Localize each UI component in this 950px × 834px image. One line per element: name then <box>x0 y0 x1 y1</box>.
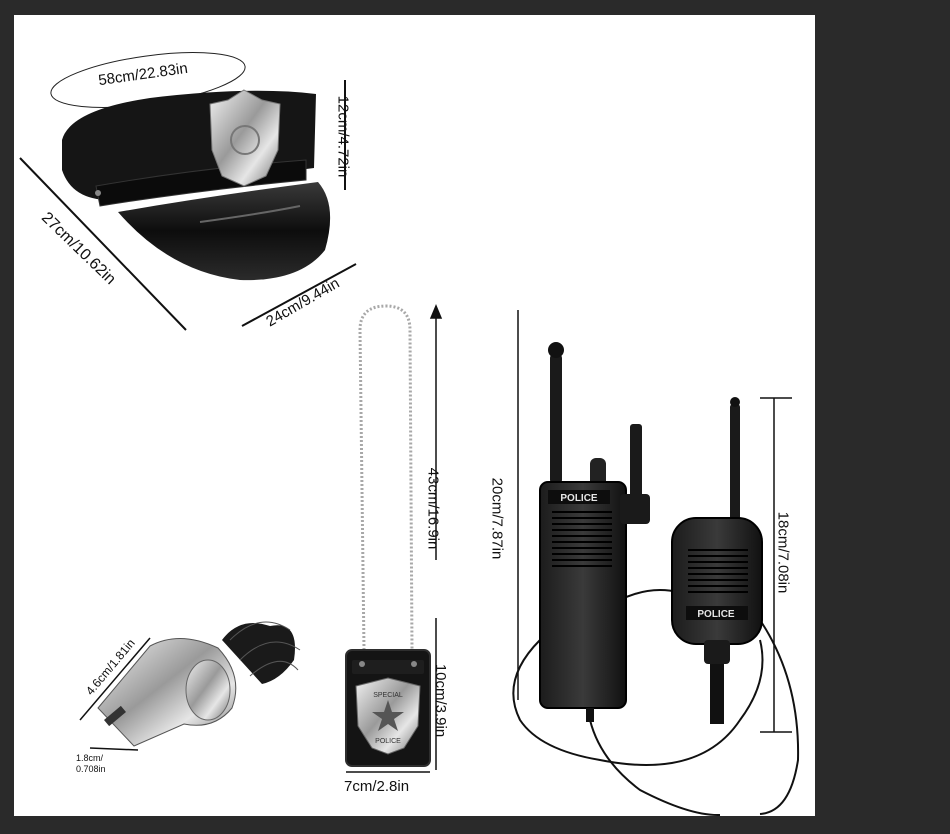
whistle <box>97 621 301 747</box>
mic-label: POLICE <box>697 609 735 620</box>
hat-dimension-lines <box>19 80 357 331</box>
ball-chain <box>358 304 414 651</box>
badge-dimension-lines <box>346 304 443 773</box>
radio-dimension-lines <box>517 310 792 733</box>
radio-speaker-grille <box>552 511 612 567</box>
police-hat <box>50 52 331 281</box>
chain-length-label: 43cm/16.9in <box>424 467 442 550</box>
hat-brim <box>118 182 331 281</box>
whistle-dimension-lines <box>79 637 151 751</box>
whistle-width-cm-label: 1.8cm/ <box>76 753 104 763</box>
whistle-lanyard <box>222 623 295 684</box>
hat-height-label: 12cm/4.72in <box>334 95 352 178</box>
mic-antenna <box>730 404 740 522</box>
radio-body <box>539 481 627 709</box>
radio-label: POLICE <box>560 493 598 504</box>
mic-grille <box>688 549 748 593</box>
shoulder-microphone: POLICE <box>671 397 763 724</box>
hat-badge-emblem <box>209 89 281 187</box>
mic-height-label: 18cm/7.08in <box>774 511 792 594</box>
whistle-width-in-label: 0.708in <box>76 764 106 774</box>
badge-text-top: SPECIAL <box>373 692 403 699</box>
badge-text-bottom: POLICE <box>375 738 401 745</box>
radio-antenna <box>550 354 562 484</box>
radio-height-label: 20cm/7.87in <box>488 477 506 560</box>
badge-width-label: 7cm/2.8in <box>344 778 410 795</box>
radio-label-plate <box>548 490 610 504</box>
star-icon <box>372 700 404 731</box>
walkie-talkie: POLICE <box>512 342 800 817</box>
badge-height-label: 10cm/3.9in <box>432 663 450 738</box>
badge-necklace: SPECIAL POLICE <box>345 304 431 767</box>
hat-button <box>95 190 101 196</box>
mic-label-plate <box>686 606 748 620</box>
